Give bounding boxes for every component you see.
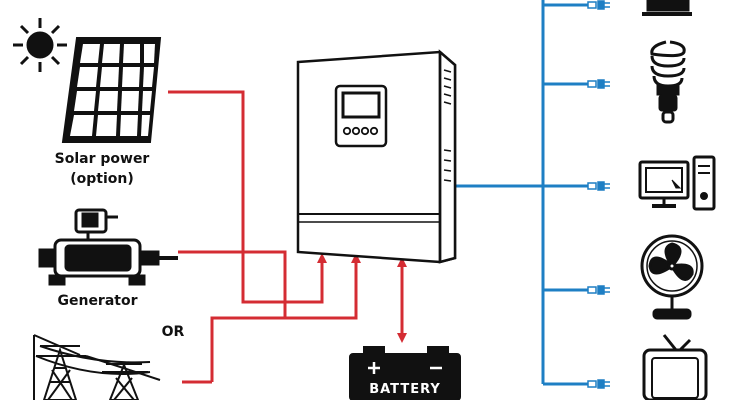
computer-icon: [638, 155, 716, 211]
plug-icon: [587, 379, 610, 389]
bulb-icon: [650, 40, 686, 124]
battery-label: BATTERY: [369, 382, 441, 397]
inverter-lcd: [341, 91, 381, 119]
solar-power-label: Solar power: [54, 151, 150, 167]
generator-icon: [38, 208, 178, 286]
vent-slots: [443, 69, 452, 182]
solar-power-option-label: (option): [70, 171, 134, 187]
solar-wire: [168, 90, 327, 304]
plug-icon: [587, 181, 610, 191]
plug-icon: [587, 79, 610, 89]
input-wiring: [168, 90, 407, 384]
battery-icon: [349, 346, 461, 400]
laptop-icon: [642, 0, 692, 16]
tv-icon: [642, 334, 708, 400]
generator-wire: [178, 250, 361, 320]
solar-panel-icon: [61, 37, 162, 143]
power-grid-icon: [33, 334, 161, 400]
inverter-icon: [296, 49, 457, 264]
output-wiring: [455, 0, 588, 386]
fan-icon: [640, 234, 704, 320]
plug-icon: [587, 285, 610, 295]
grid-wire: [210, 316, 285, 382]
generator-label: Generator: [57, 293, 138, 309]
inverter-buttons: [342, 126, 379, 136]
sun-icon: [13, 18, 67, 72]
or-label: OR: [161, 324, 185, 340]
plug-icon: [587, 0, 610, 10]
